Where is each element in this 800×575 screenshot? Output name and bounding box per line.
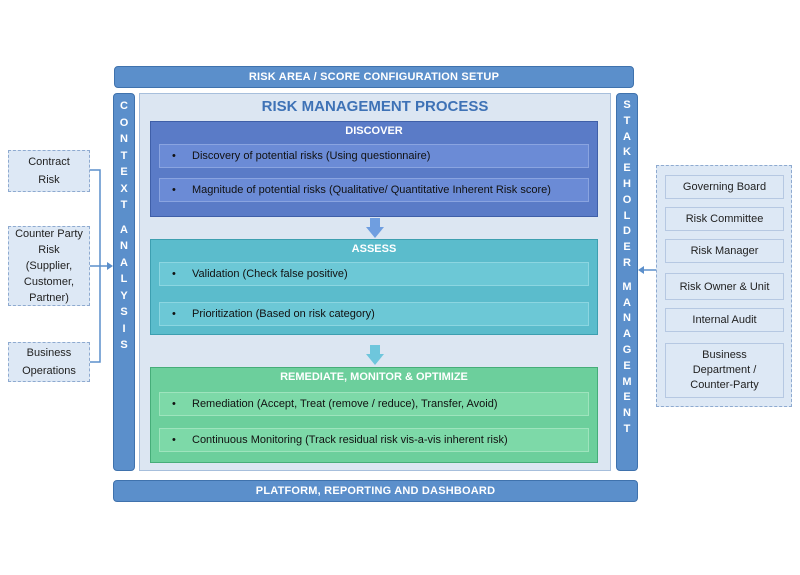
stakeholder-management-letter: A — [623, 328, 631, 341]
bullet-icon: • — [172, 268, 176, 280]
remediate-title: REMEDIATE, MONITOR & OPTIMIZE — [280, 371, 468, 383]
box-text-line: Risk Committee — [685, 213, 764, 225]
governing-board-box: Governing Board — [665, 175, 784, 199]
context-analysis-letter: T — [120, 199, 128, 211]
risk-area-config-bar: RISK AREA / SCORE CONFIGURATION SETUP — [114, 66, 634, 88]
box-text-line: Risk Owner & Unit — [679, 280, 770, 293]
stakeholder-management-letter: L — [623, 209, 631, 222]
box-text-line: Counter Party — [15, 228, 83, 240]
discover-item-text: Magnitude of potential risks (Qualitativ… — [192, 184, 551, 196]
discover-item: • Magnitude of potential risks (Qualitat… — [159, 178, 589, 202]
context-analysis-letter: Y — [120, 289, 128, 302]
box-text-line: Department / — [692, 364, 757, 376]
stakeholder-management-letter: T — [623, 422, 631, 435]
discover-item-text: Discovery of potential risks (Using ques… — [192, 150, 431, 162]
remediate-section: REMEDIATE, MONITOR & OPTIMIZE • Remediat… — [150, 367, 598, 463]
stakeholder-management-letter: A — [623, 130, 631, 143]
box-text-line: Operations — [22, 365, 76, 377]
context-analysis-letter: X — [120, 182, 128, 195]
assess-item: • Validation (Check false positive) — [159, 262, 589, 286]
platform-reporting-bar: PLATFORM, REPORTING AND DASHBOARD — [113, 480, 638, 502]
remediate-item: • Continuous Monitoring (Track residual … — [159, 428, 589, 452]
stakeholder-management-letter: T — [623, 114, 631, 127]
context-analysis-letter: T — [120, 149, 128, 162]
internal-audit-box: Internal Audit — [665, 308, 784, 332]
bullet-icon: • — [172, 398, 176, 410]
box-text-line: Business — [26, 347, 72, 359]
stakeholder-management-letter: M — [622, 280, 632, 293]
box-text-line: Customer, — [23, 276, 75, 288]
remediate-item: • Remediation (Accept, Treat (remove / r… — [159, 392, 589, 416]
box-text-line: Risk — [38, 244, 60, 256]
stakeholder-management-letter: E — [623, 162, 631, 175]
stakeholder-management-letter: A — [623, 296, 631, 309]
context-analysis-letter: L — [120, 273, 128, 285]
box-text-line: Contract — [28, 156, 70, 168]
context-analysis-letter: S — [120, 306, 128, 318]
box-text-line: Partner) — [29, 292, 69, 304]
assess-item-text: Validation (Check false positive) — [192, 268, 348, 280]
context-analysis-letter: O — [119, 116, 129, 129]
box-text-line: (Supplier, — [25, 260, 73, 272]
flow-arrow-down-icon — [366, 218, 384, 238]
stakeholder-management-letter: G — [622, 343, 632, 356]
box-text-line: Business — [702, 349, 747, 361]
assess-item: • Prioritization (Based on risk category… — [159, 302, 589, 326]
bullet-icon: • — [172, 434, 176, 446]
context-analysis-letter: A — [120, 256, 128, 269]
box-text-line: Governing Board — [682, 181, 767, 193]
context-analysis-letter: A — [120, 223, 128, 236]
stakeholder-management-letter: D — [623, 225, 631, 238]
assess-title: ASSESS — [351, 243, 397, 255]
stakeholder-management-letter: R — [623, 256, 631, 269]
context-analysis-letter: I — [122, 322, 126, 335]
stakeholder-management-letter: O — [622, 193, 632, 206]
box-text-line: Counter-Party — [690, 379, 759, 391]
risk-manager-box: Risk Manager — [665, 239, 784, 263]
stakeholder-management-letter: H — [623, 177, 631, 190]
stakeholder-management-letter: E — [623, 359, 631, 372]
bullet-icon: • — [172, 150, 176, 162]
assess-section: ASSESS • Validation (Check false positiv… — [150, 239, 598, 335]
remediate-item-text: Remediation (Accept, Treat (remove / red… — [192, 398, 498, 410]
stakeholder-management-letter: S — [623, 99, 631, 111]
stakeholder-management-letter: N — [623, 312, 631, 325]
context-analysis-letter: N — [120, 240, 128, 252]
flow-arrow-down-icon — [366, 345, 384, 365]
discover-section: DISCOVER • Discovery of potential risks … — [150, 121, 598, 217]
bullet-icon: • — [172, 308, 176, 320]
stakeholder-management-letter: N — [623, 407, 631, 420]
assess-item-text: Prioritization (Based on risk category) — [192, 308, 375, 320]
discover-item: • Discovery of potential risks (Using qu… — [159, 144, 589, 168]
context-analysis-letter: N — [120, 133, 128, 145]
bullet-icon: • — [172, 184, 176, 196]
stakeholder-management-letter: E — [623, 241, 631, 254]
risk-committee-box: Risk Committee — [665, 207, 784, 231]
box-text-line: Internal Audit — [692, 314, 757, 326]
context-analysis-letter: S — [120, 339, 128, 351]
remediate-item-text: Continuous Monitoring (Track residual ri… — [192, 434, 508, 446]
risk-owner-unit-box: Risk Owner & Unit — [665, 273, 784, 300]
box-text-line: Risk Manager — [690, 245, 759, 257]
stakeholder-management-letter: E — [623, 391, 631, 404]
context-analysis-letter: E — [120, 166, 128, 178]
discover-title: DISCOVER — [345, 125, 403, 137]
box-text-line: Risk — [38, 174, 60, 186]
stakeholder-management-letter: M — [622, 375, 632, 388]
stakeholder-management-letter: K — [623, 146, 631, 159]
context-analysis-letter: C — [120, 100, 128, 112]
main-title: RISK MANAGEMENT PROCESS — [261, 98, 489, 115]
